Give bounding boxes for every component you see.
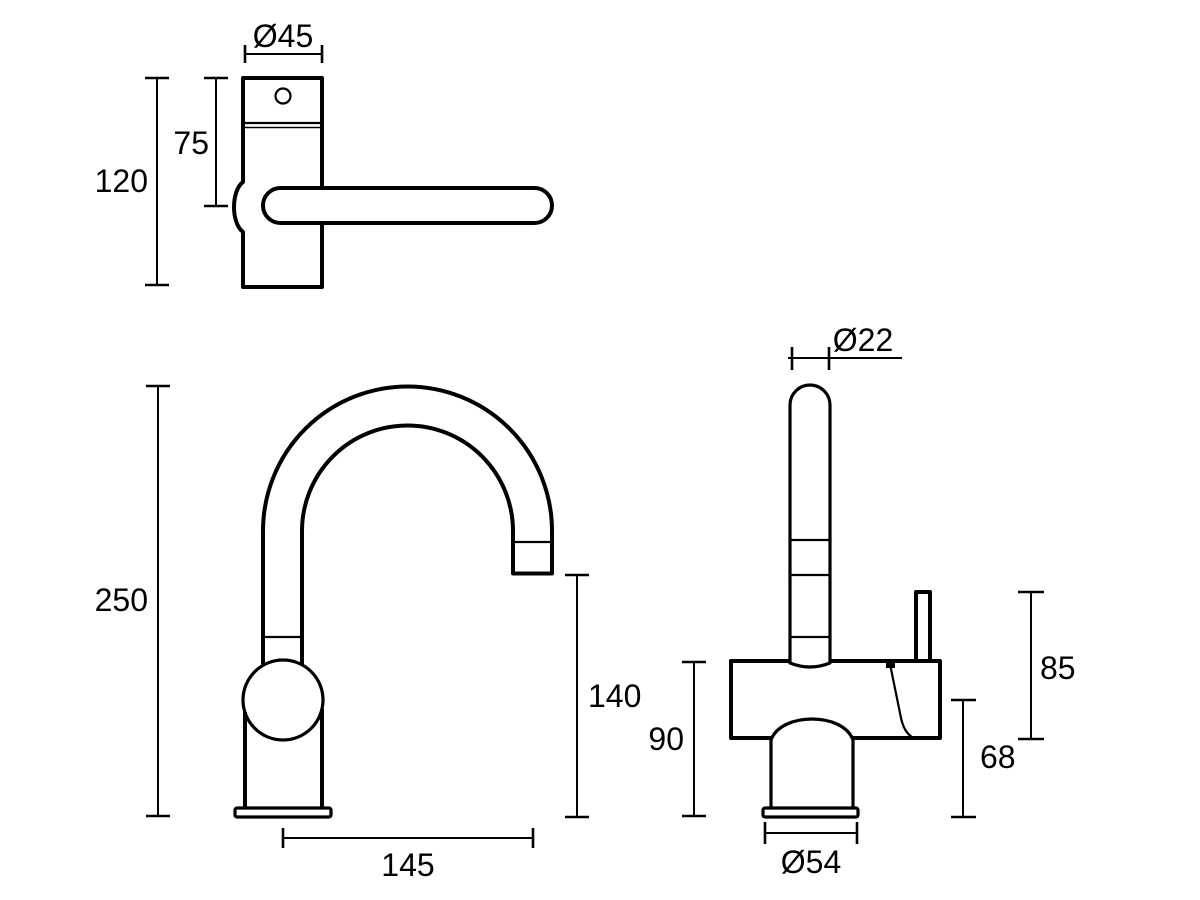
front-view-base-flange [761, 806, 860, 819]
dim-label-outlet-clearance: 68 [980, 739, 1016, 775]
front-view-spout-column [788, 383, 832, 669]
side-view-spout [261, 384, 554, 669]
front-view-lever [914, 590, 932, 663]
dim-label-overall-depth: 120 [95, 163, 148, 199]
top-view-handle [261, 186, 554, 225]
dim-label-handle-offset: 75 [173, 125, 209, 161]
dim-label-lever-height: 85 [1040, 650, 1076, 686]
top-view: Ø45 75 120 [95, 18, 554, 289]
dim-label-overall-height: 250 [95, 582, 148, 618]
dim-front-body-height: 90 [648, 660, 706, 818]
dim-label-outlet-height: 140 [588, 678, 641, 714]
dim-side-overall-height: 250 [95, 384, 170, 818]
dim-label-body-diameter: Ø45 [253, 18, 313, 54]
dim-front-spout-diameter: Ø22 [788, 322, 902, 370]
front-view: Ø22 85 68 90 Ø54 [648, 322, 1075, 880]
front-view-neck-outline [769, 717, 855, 808]
dim-label-spout-reach: 145 [381, 847, 434, 883]
dim-side-spout-reach: 145 [281, 828, 535, 883]
dim-top-handle-offset: 75 [173, 76, 228, 208]
dim-label-body-height: 90 [648, 721, 684, 757]
dim-front-lever-height: 85 [1018, 590, 1076, 741]
dim-front-outlet-clearance: 68 [951, 698, 1016, 819]
dim-side-outlet-height: 140 [565, 573, 641, 819]
front-view-neck-fill [771, 719, 853, 811]
dim-top-body-diameter: Ø45 [243, 18, 324, 63]
side-view-handle-ball [241, 658, 325, 742]
dim-front-base-diameter: Ø54 [763, 822, 859, 880]
dim-label-spout-diameter: Ø22 [833, 322, 893, 358]
side-view-base-flange [233, 806, 333, 819]
top-view-hole [274, 87, 292, 105]
front-view-lever-hub [886, 660, 895, 668]
front-view-cartridge-split [888, 663, 913, 738]
side-view: 250 140 145 [95, 384, 641, 883]
top-view-body-outline [232, 76, 324, 289]
dim-top-overall-depth: 120 [95, 76, 169, 287]
dim-label-base-diameter: Ø54 [781, 844, 841, 880]
